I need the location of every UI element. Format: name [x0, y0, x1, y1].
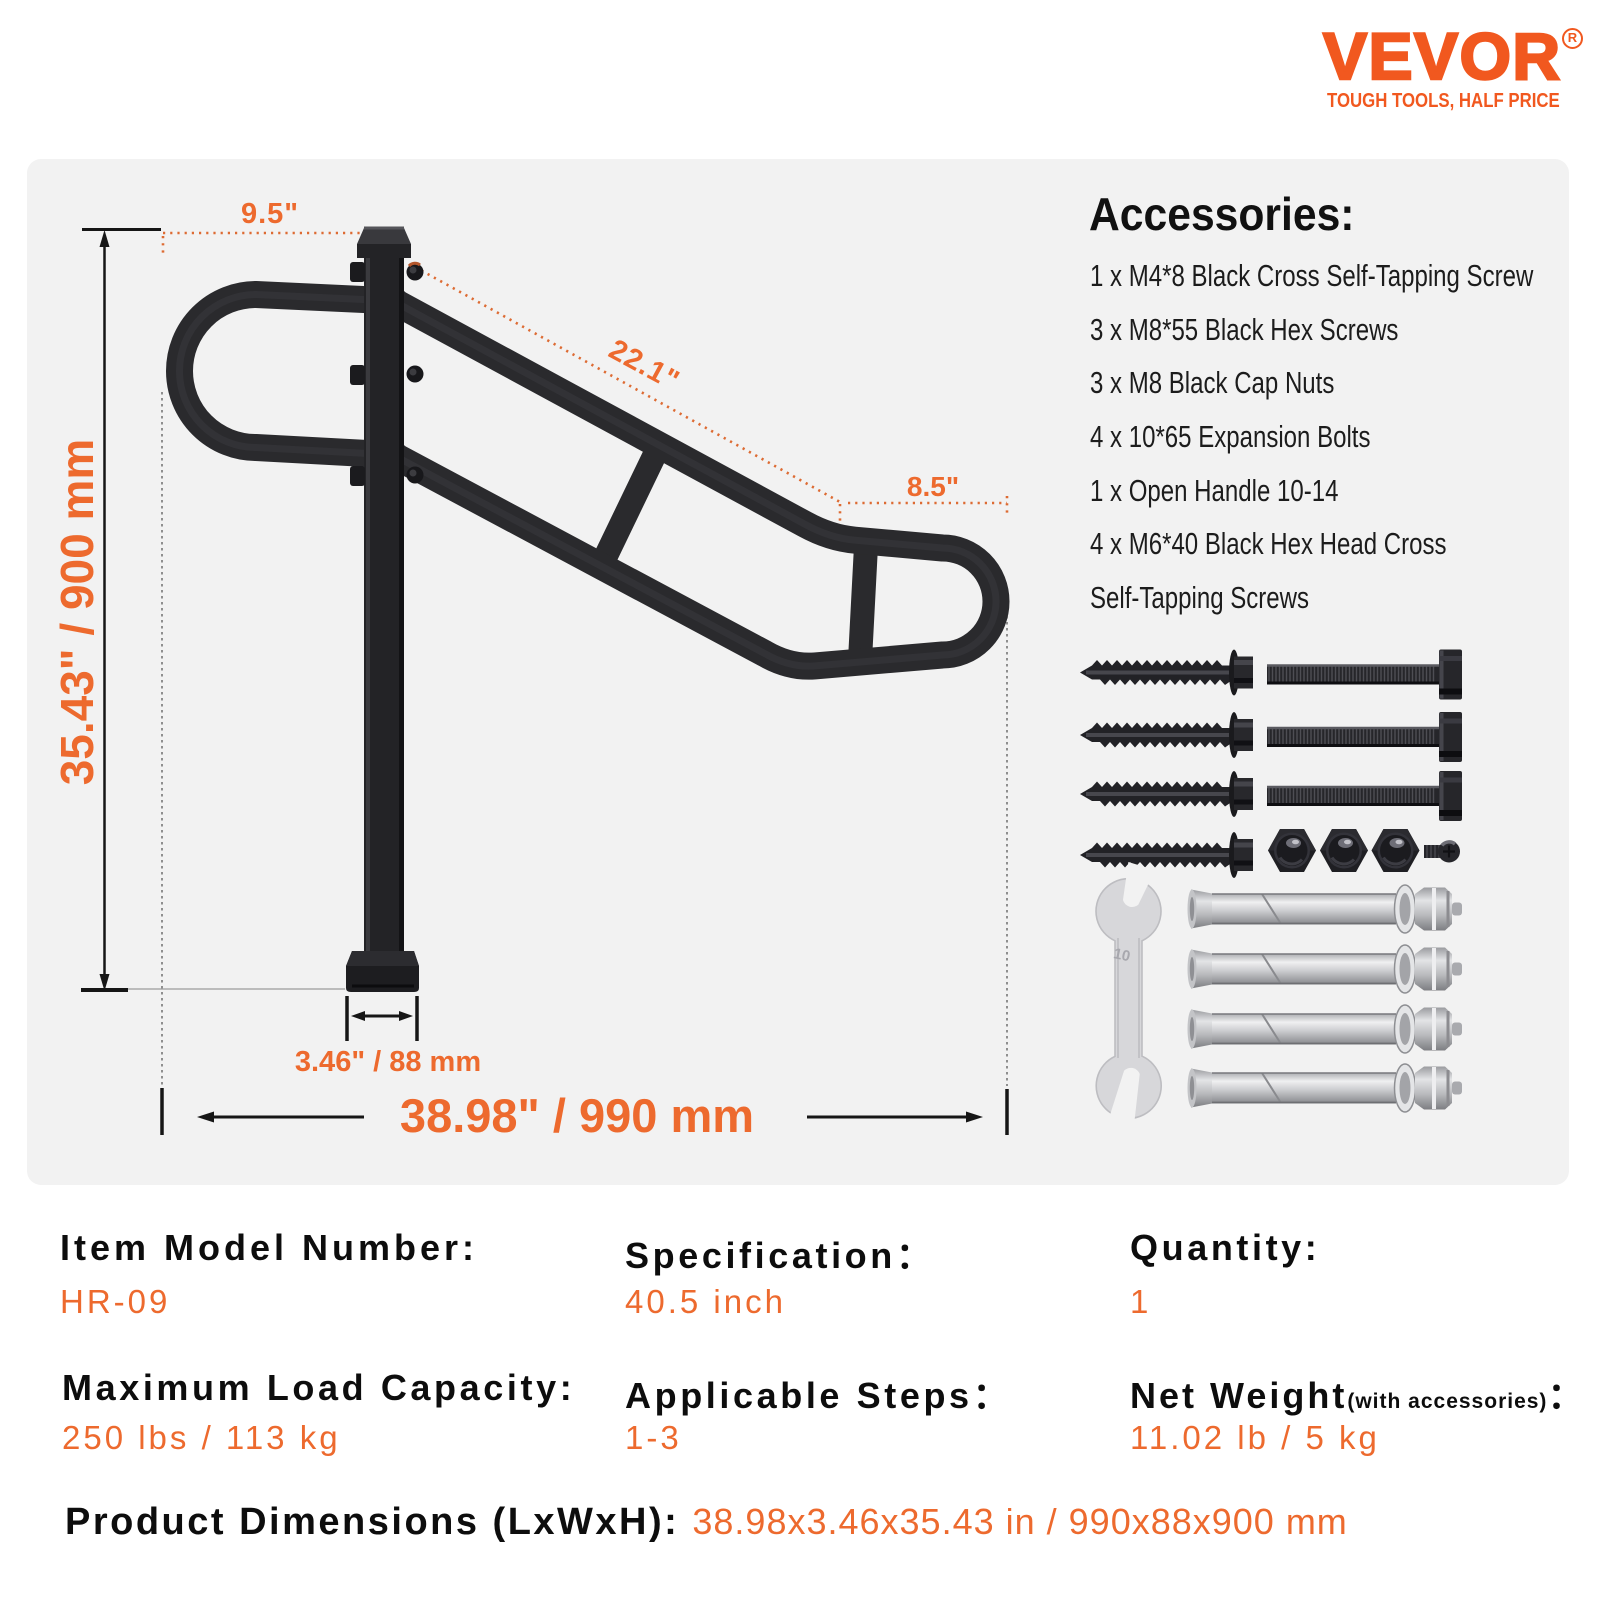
svg-text:10: 10 [1112, 945, 1132, 965]
